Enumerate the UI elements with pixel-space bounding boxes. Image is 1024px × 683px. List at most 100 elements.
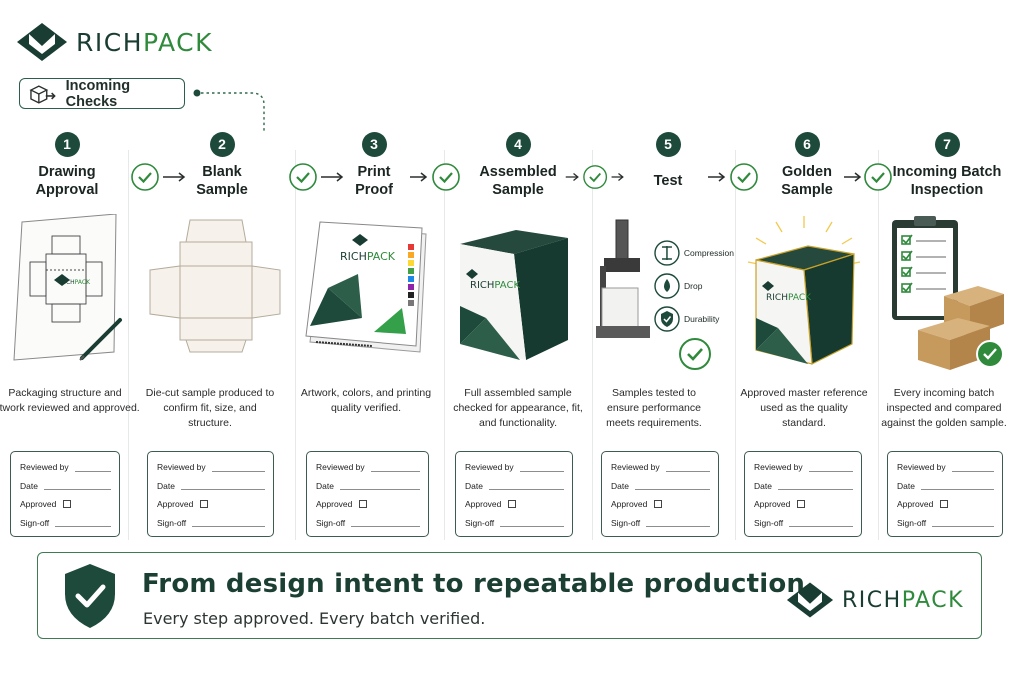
incoming-checks-tag: Incoming Checks	[19, 77, 185, 110]
test-item-durability: Durability	[654, 302, 734, 335]
reviewed-by-row: Reviewed by	[157, 458, 265, 477]
step-title: Drawing Approval	[35, 164, 99, 198]
approval-form: Reviewed by Date Approved Sign-off	[744, 451, 862, 537]
approved-checkbox[interactable]	[200, 500, 209, 509]
test-label: Compression	[683, 247, 734, 258]
approved-checkbox[interactable]	[63, 500, 72, 509]
step-5: 5 Test	[598, 132, 738, 201]
step-title: Incoming Batch Inspection	[892, 164, 1002, 198]
sign-off-field[interactable]	[646, 518, 710, 528]
date-field[interactable]	[920, 481, 994, 491]
approval-form: Reviewed by Date Approved Sign-off	[10, 451, 120, 537]
shield-check-icon	[65, 564, 115, 628]
box-logo-text: RICHPACK	[470, 280, 520, 291]
blank-sample-illustration	[149, 219, 281, 353]
date-field[interactable]	[180, 481, 265, 491]
sign-off-row: Sign-off	[897, 514, 994, 533]
step-title: Golden Sample	[781, 164, 833, 198]
column-divider	[735, 150, 736, 540]
drawing-logo-text: RICHPACK	[60, 279, 91, 286]
date-label: Date	[465, 480, 483, 491]
logo-text-part2: PACK	[143, 27, 213, 57]
approved-checkbox[interactable]	[359, 500, 368, 509]
date-field[interactable]	[634, 481, 710, 491]
step-number-badge: 1	[54, 132, 80, 157]
approved-row: Approved	[316, 495, 420, 514]
reviewed-by-field[interactable]	[74, 463, 111, 472]
sign-off-field[interactable]	[351, 518, 420, 528]
richpack-logo-mark-icon	[17, 23, 67, 61]
step-title: Blank Sample	[196, 164, 248, 198]
reviewed-by-row: Reviewed by	[611, 458, 710, 477]
step-connector	[844, 163, 892, 191]
incoming-checks-label: Incoming Checks	[65, 77, 131, 110]
column-divider	[295, 150, 296, 540]
logo-text: RICHPACK	[76, 28, 213, 57]
step-2: 2 Blank Sample	[152, 132, 292, 201]
approved-checkbox[interactable]	[508, 500, 517, 509]
reviewed-by-field[interactable]	[665, 463, 710, 472]
reviewed-by-field[interactable]	[211, 463, 265, 472]
date-field[interactable]	[777, 481, 853, 491]
column-divider	[128, 150, 129, 540]
sign-off-label: Sign-off	[465, 517, 495, 528]
date-label: Date	[20, 480, 38, 491]
date-field[interactable]	[339, 481, 420, 491]
step-4: 4 Assembled Sample	[448, 132, 588, 201]
sign-off-field[interactable]	[789, 518, 853, 528]
date-row: Date	[611, 477, 710, 496]
step-description: Packaging structure and artwork reviewed…	[0, 387, 140, 414]
logo-text: RICHPACK	[842, 588, 964, 613]
date-row: Date	[316, 477, 420, 496]
approved-label: Approved	[897, 499, 934, 510]
step-3: 3 Print Proof	[304, 132, 444, 201]
test-label: Durability	[684, 313, 720, 324]
reviewed-by-label: Reviewed by	[157, 462, 206, 473]
sign-off-field[interactable]	[932, 518, 994, 528]
test-passed-check-icon	[679, 338, 711, 370]
approved-checkbox[interactable]	[654, 500, 663, 509]
step-connector	[708, 163, 758, 191]
approval-form: Reviewed by Date Approved Sign-off	[601, 451, 719, 537]
step-1: 1 Drawing Approval	[0, 132, 137, 201]
step-6: 6 Golden Sample	[737, 132, 877, 201]
step-number-badge: 7	[934, 132, 960, 157]
golden-sample-illustration: RICHPACK	[747, 216, 861, 365]
date-row: Date	[754, 477, 853, 496]
banner-headline: From design intent to repeatable product…	[142, 569, 816, 599]
step-title: Print Proof	[355, 164, 393, 198]
column-divider	[444, 150, 445, 540]
reviewed-by-field[interactable]	[519, 463, 564, 472]
sign-off-label: Sign-off	[897, 517, 927, 528]
date-field[interactable]	[43, 481, 111, 491]
reviewed-by-field[interactable]	[370, 463, 420, 472]
logo-text-part1: RICH	[842, 587, 902, 613]
approval-form: Reviewed by Date Approved Sign-off	[147, 451, 274, 537]
sign-off-label: Sign-off	[157, 517, 187, 528]
reviewed-by-field[interactable]	[951, 463, 994, 472]
approved-row: Approved	[611, 495, 710, 514]
reviewed-by-label: Reviewed by	[754, 462, 803, 473]
test-list: Compression Drop Durability	[654, 236, 734, 376]
reviewed-by-field[interactable]	[808, 463, 853, 472]
date-field[interactable]	[488, 481, 564, 491]
date-row: Date	[465, 477, 564, 496]
approval-form: Reviewed by Date Approved Sign-off	[887, 451, 1003, 537]
sign-off-row: Sign-off	[316, 514, 420, 533]
sign-off-row: Sign-off	[20, 514, 111, 533]
sign-off-label: Sign-off	[20, 517, 50, 528]
approved-checkbox[interactable]	[940, 500, 949, 509]
approved-row: Approved	[754, 495, 853, 514]
approved-checkbox[interactable]	[797, 500, 806, 509]
sign-off-field[interactable]	[192, 518, 265, 528]
summary-banner: From design intent to repeatable product…	[37, 552, 982, 639]
approved-label: Approved	[611, 499, 648, 510]
richpack-logo-mark-icon	[786, 582, 834, 618]
step-connector	[289, 163, 344, 191]
approved-row: Approved	[465, 495, 564, 514]
sign-off-field[interactable]	[55, 518, 111, 528]
sign-off-field[interactable]	[500, 518, 564, 528]
approval-form: Reviewed by Date Approved Sign-off	[306, 451, 429, 537]
test-label: Drop	[684, 280, 703, 291]
step-description: Approved master reference used as the qu…	[740, 387, 868, 429]
